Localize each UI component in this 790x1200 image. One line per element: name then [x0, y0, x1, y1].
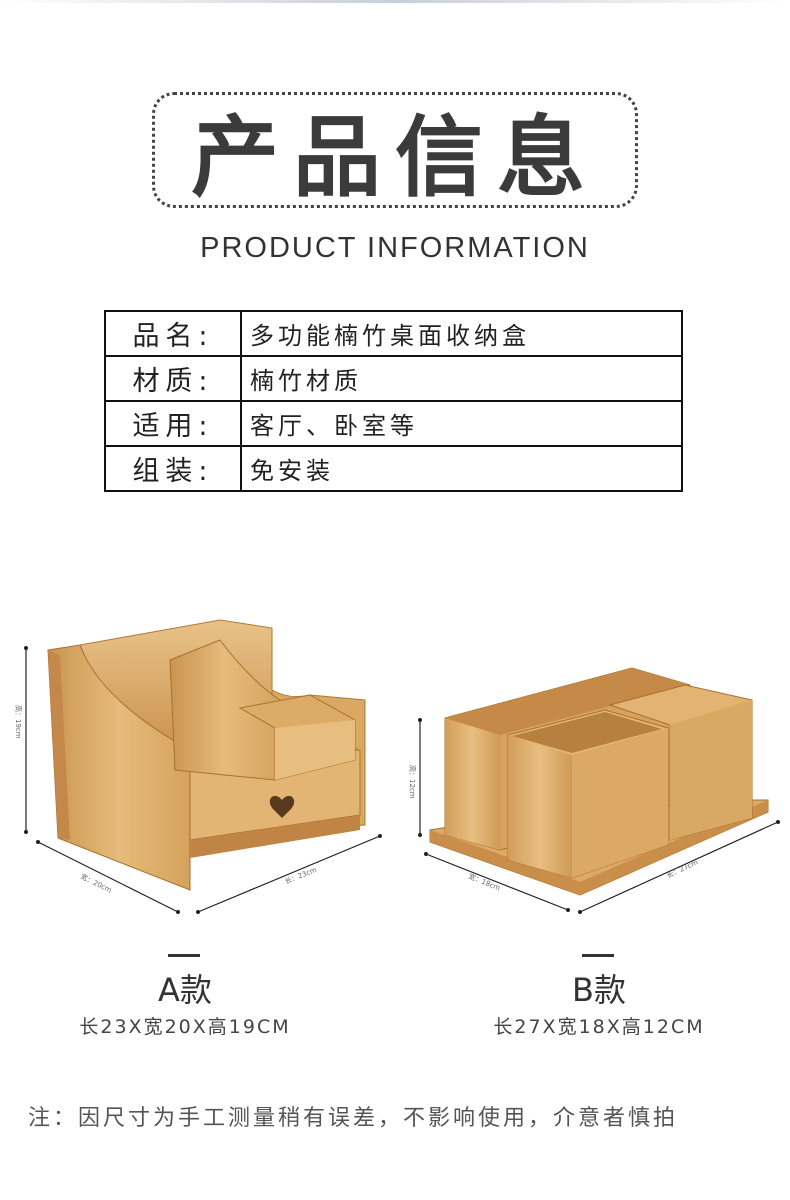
- variant-b-name: B款: [572, 971, 626, 1009]
- info-key: 组装:: [104, 445, 242, 492]
- info-key: 材质:: [104, 355, 242, 402]
- top-divider: [0, 0, 790, 3]
- table-row: 组装: 免安装: [104, 445, 683, 492]
- dim-length-a: 长：23cm: [283, 865, 318, 886]
- info-value: 客厅、卧室等: [240, 400, 683, 447]
- page-subtitle: PRODUCT INFORMATION: [200, 232, 590, 264]
- info-value: 楠竹材质: [240, 355, 683, 402]
- product-b-image: 高：12cm 宽：18cm 长：27cm: [408, 667, 780, 914]
- variant-b-size: 长27X宽18X高12CM: [493, 1016, 705, 1038]
- page-title: 产品信息: [190, 105, 599, 209]
- dim-length-b: 长：27cm: [665, 857, 699, 879]
- variant-b-dash: [582, 954, 614, 957]
- table-row: 材质: 楠竹材质: [104, 355, 683, 402]
- variant-a-name: A款: [158, 971, 212, 1009]
- info-key: 适用:: [104, 400, 242, 447]
- variant-a-dash: [168, 954, 200, 957]
- dim-height-a: 高：19cm: [14, 705, 23, 739]
- product-info-table: 品名: 多功能楠竹桌面收纳盒 材质: 楠竹材质 适用: 客厅、卧室等 组装: 免…: [104, 310, 683, 492]
- dim-height-b: 高：12cm: [408, 765, 417, 799]
- table-row: 适用: 客厅、卧室等: [104, 400, 683, 447]
- info-key: 品名:: [104, 310, 242, 357]
- product-a-image: 高：19cm 宽：20cm 长：23cm: [14, 619, 382, 914]
- variant-a-size: 长23X宽20X高19CM: [79, 1016, 291, 1038]
- info-value: 免安装: [240, 445, 683, 492]
- info-value: 多功能楠竹桌面收纳盒: [240, 310, 683, 357]
- table-row: 品名: 多功能楠竹桌面收纳盒: [104, 310, 683, 357]
- disclaimer-note: 注：因尺寸为手工测量稍有误差，不影响使用，介意者慎拍: [28, 1106, 679, 1131]
- title-frame: 产品信息: [152, 92, 638, 209]
- dim-width-a: 宽：20cm: [79, 872, 113, 895]
